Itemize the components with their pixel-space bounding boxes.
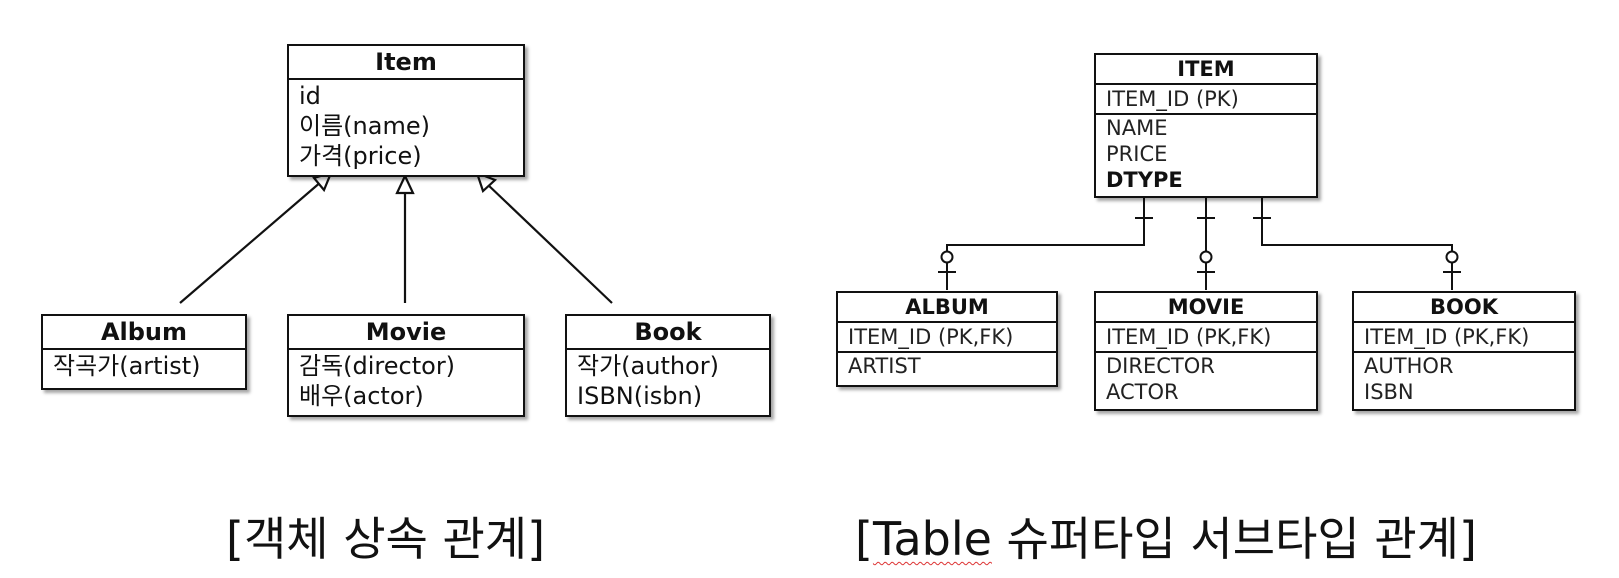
item-class-name: Item xyxy=(289,46,523,80)
book-attribute-isbn: ISBN(isbn) xyxy=(577,382,703,410)
book-inheritance-arrow xyxy=(475,171,613,304)
movie-attribute-director: 감독(director) xyxy=(299,352,456,380)
item-table-box: ITEM ITEM_ID (PK) NAME PRICE DTYPE xyxy=(1094,53,1318,198)
book-class-name: Book xyxy=(567,316,769,350)
album-table-column-artist: ARTIST xyxy=(848,354,921,378)
movie-table-pk-column: ITEM_ID (PK,FK) xyxy=(1106,325,1272,349)
item-table-name: ITEM xyxy=(1096,55,1316,85)
table-caption-open-bracket: [ xyxy=(855,512,873,566)
item-table-column-name: NAME xyxy=(1106,116,1168,140)
movie-relationship-line xyxy=(1197,192,1215,290)
book-attribute-author: 작가(author) xyxy=(577,352,719,380)
movie-table-column-director: DIRECTOR xyxy=(1106,354,1215,378)
album-attribute-artist: 작곡가(artist) xyxy=(53,352,201,380)
movie-class-attributes: 감독(director) 배우(actor) xyxy=(289,350,523,411)
album-table-box: ALBUM ITEM_ID (PK,FK) ARTIST xyxy=(836,291,1058,387)
movie-table-column-actor: ACTOR xyxy=(1106,380,1179,404)
movie-inheritance-arrow xyxy=(395,173,415,303)
album-table-pk-column: ITEM_ID (PK,FK) xyxy=(848,325,1014,349)
book-table-column-author: AUTHOR xyxy=(1364,354,1454,378)
item-class-box: Item id 이름(name) 가격(price) xyxy=(287,44,525,177)
album-table-name: ALBUM xyxy=(838,293,1056,323)
book-table-columns: AUTHOR ISBN xyxy=(1354,353,1574,405)
movie-class-box: Movie 감독(director) 배우(actor) xyxy=(287,314,525,417)
item-table-pk-section: ITEM_ID (PK) xyxy=(1096,85,1316,115)
movie-table-box: MOVIE ITEM_ID (PK,FK) DIRECTOR ACTOR xyxy=(1094,291,1318,411)
item-attribute-name: 이름(name) xyxy=(299,112,430,140)
book-table-pk-column: ITEM_ID (PK,FK) xyxy=(1364,325,1530,349)
table-diagram-caption: [Table 슈퍼타입 서브타입 관계] xyxy=(855,503,1477,569)
album-class-name: Album xyxy=(43,316,245,350)
book-table-box: BOOK ITEM_ID (PK,FK) AUTHOR ISBN xyxy=(1352,291,1576,411)
book-table-pk-section: ITEM_ID (PK,FK) xyxy=(1354,323,1574,353)
item-table-pk-column: ITEM_ID (PK) xyxy=(1106,87,1239,111)
item-table-column-dtype: DTYPE xyxy=(1106,168,1183,192)
movie-table-columns: DIRECTOR ACTOR xyxy=(1096,353,1316,405)
inheritance-arrows xyxy=(179,171,613,304)
item-class-attributes: id 이름(name) 가격(price) xyxy=(289,80,523,171)
table-caption-rest: 슈퍼타입 서브타입 관계] xyxy=(991,512,1477,566)
table-caption-word: Table xyxy=(872,512,992,566)
album-table-pk-section: ITEM_ID (PK,FK) xyxy=(838,323,1056,353)
album-class-box: Album 작곡가(artist) xyxy=(41,314,247,390)
movie-attribute-actor: 배우(actor) xyxy=(299,382,424,410)
book-class-attributes: 작가(author) ISBN(isbn) xyxy=(567,350,769,411)
erd-relationships xyxy=(938,192,1461,290)
book-class-box: Book 작가(author) ISBN(isbn) xyxy=(565,314,771,417)
album-inheritance-arrow xyxy=(179,171,333,304)
book-table-name: BOOK xyxy=(1354,293,1574,323)
movie-class-name: Movie xyxy=(289,316,523,350)
item-attribute-price: 가격(price) xyxy=(299,142,422,170)
book-table-column-isbn: ISBN xyxy=(1364,380,1414,404)
movie-table-pk-section: ITEM_ID (PK,FK) xyxy=(1096,323,1316,353)
object-diagram-caption: [객체 상속 관계] xyxy=(226,512,546,566)
album-relationship-line xyxy=(938,192,1153,290)
item-table-columns: NAME PRICE DTYPE xyxy=(1096,115,1316,193)
album-table-columns: ARTIST xyxy=(838,353,1056,379)
item-attribute-id: id xyxy=(299,82,321,110)
album-class-attributes: 작곡가(artist) xyxy=(43,350,245,381)
movie-table-name: MOVIE xyxy=(1096,293,1316,323)
book-relationship-line xyxy=(1253,192,1461,290)
item-table-column-price: PRICE xyxy=(1106,142,1168,166)
